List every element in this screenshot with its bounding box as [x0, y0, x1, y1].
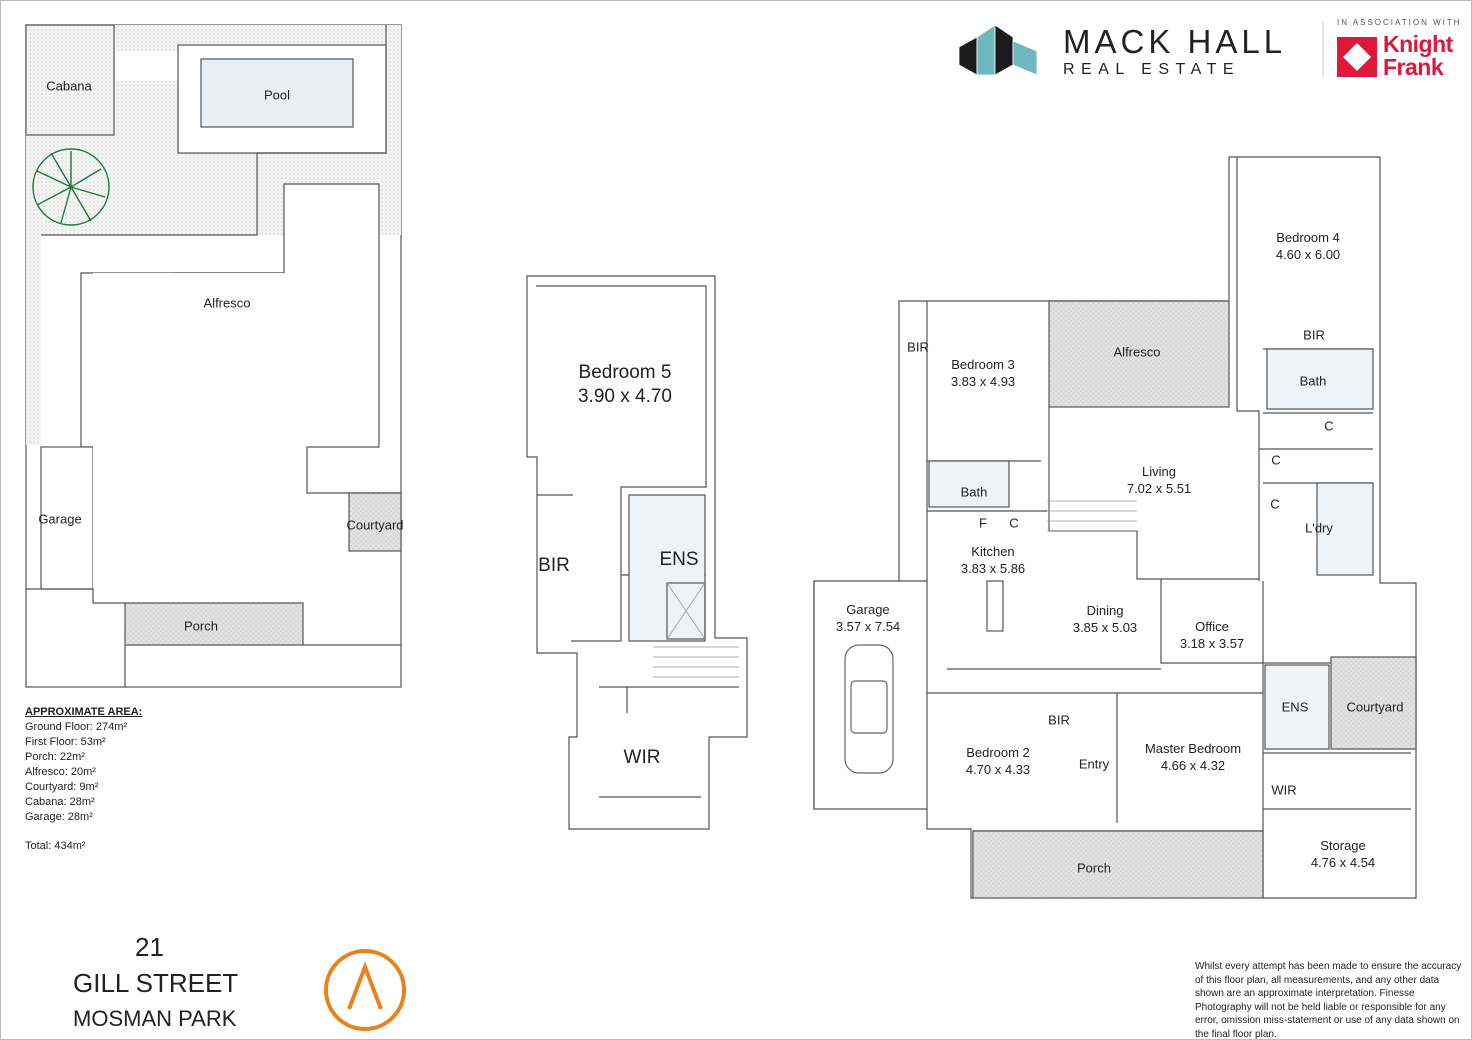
room-label: WIR: [1271, 782, 1297, 798]
area-heading: APPROXIMATE AREA:: [25, 706, 143, 718]
room-label: C: [1009, 515, 1019, 531]
area-line: Ground Floor: 274m²: [25, 721, 128, 733]
tree-icon: [32, 148, 110, 226]
photographer-logo-icon: [324, 949, 406, 1031]
room-label: Alfresco: [1113, 344, 1161, 360]
room-label: BIR: [1048, 712, 1070, 728]
area-line: Alfresco: 20m²: [25, 766, 96, 778]
room-label: ENS: [659, 549, 699, 570]
ground-floor-plan: [813, 156, 1417, 899]
room-label: ENS: [1281, 699, 1309, 715]
room-label: Garage: [38, 511, 82, 527]
street-number: 21: [135, 932, 164, 962]
room-label: C: [1271, 452, 1281, 468]
suburb: MOSMAN PARK: [73, 1006, 237, 1031]
area-total: Total: 434m²: [25, 840, 86, 852]
room-label: WIR: [623, 747, 661, 768]
street-name: GILL STREET: [73, 968, 239, 998]
room-label: Cabana: [46, 78, 92, 94]
partner-logo: Knight Frank: [1383, 33, 1453, 79]
room-label: F: [979, 515, 987, 531]
disclaimer: Whilst every attempt has been made to en…: [1195, 961, 1462, 1040]
agency-subtitle: REAL ESTATE: [1063, 61, 1241, 78]
room-label: Bath: [1299, 373, 1327, 389]
area-line: Cabana: 28m²: [25, 796, 95, 808]
area-line: Porch: 22m²: [25, 751, 85, 763]
room-label: Courtyard: [346, 517, 404, 533]
room-label: Pool: [263, 87, 291, 103]
first-floor-plan: [526, 275, 748, 830]
room-label: Porch: [184, 618, 218, 634]
room-label: Bath: [960, 484, 988, 500]
knight-frank-logo-icon: [1337, 37, 1377, 77]
agency-name: MACK HALL: [1063, 23, 1287, 60]
room-label: Alfresco: [203, 295, 251, 311]
property-address: 21 GILL STREET MOSMAN PARK: [73, 929, 238, 1037]
room-label: BIR: [1303, 327, 1325, 343]
association-text: IN ASSOCIATION WITH: [1337, 18, 1462, 27]
site-plan: [25, 24, 402, 688]
area-line: Garage: 28m²: [25, 811, 93, 823]
mack-hall-logo-icon: [958, 24, 1038, 76]
room-label: Entry: [1078, 756, 1110, 772]
room-label: Porch: [1077, 860, 1111, 876]
room-label: Courtyard: [1346, 699, 1404, 715]
approximate-area-table: APPROXIMATE AREA: Ground Floor: 274m² Fi…: [25, 705, 142, 854]
agency-logo: MACK HALL REAL ESTATE: [1063, 25, 1286, 79]
room-label: BIR: [907, 339, 929, 355]
room-label: C: [1324, 418, 1334, 434]
area-line: First Floor: 53m²: [25, 736, 106, 748]
room-label: L'dry: [1305, 520, 1333, 536]
partner-name-2: Frank: [1383, 54, 1444, 80]
partner-name-1: Knight: [1383, 31, 1453, 57]
area-line: Courtyard: 9m²: [25, 781, 99, 793]
pool: [200, 58, 354, 128]
car-icon: [844, 644, 894, 774]
room-label: C: [1270, 496, 1280, 512]
room-label: BIR: [538, 555, 570, 576]
